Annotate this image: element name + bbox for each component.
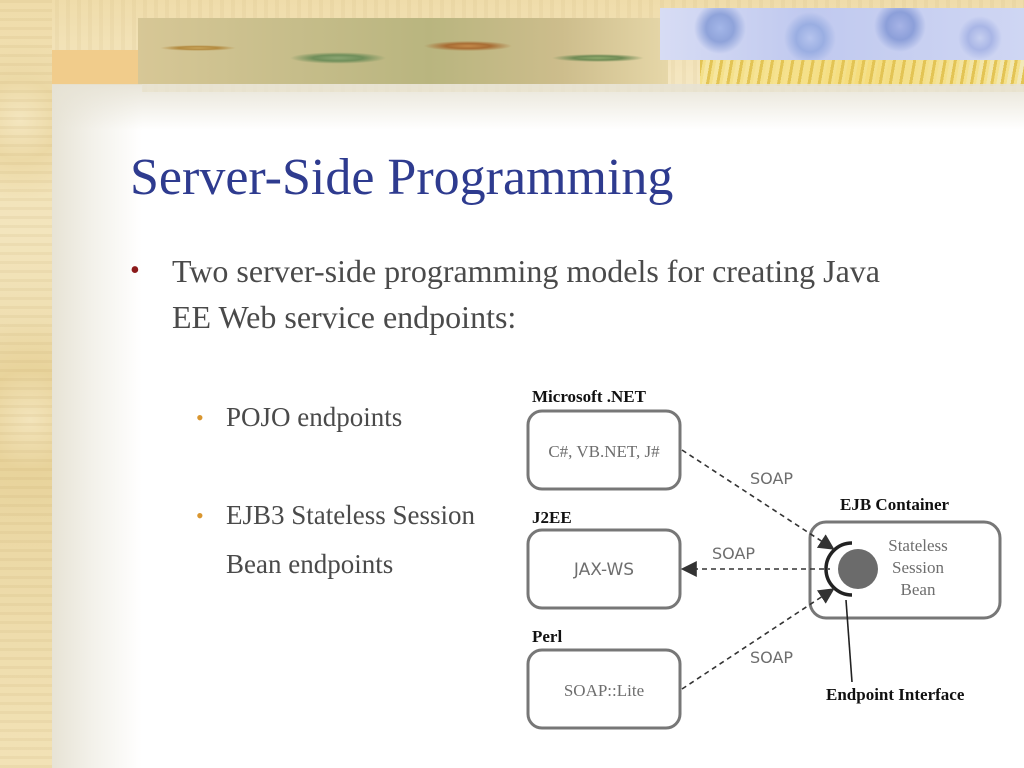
client-box-label-perl: SOAP::Lite bbox=[564, 681, 644, 700]
banner-leaves-image bbox=[138, 18, 668, 84]
banner-shadow bbox=[52, 84, 1024, 130]
bullet-dot-icon: • bbox=[130, 255, 140, 286]
client-box-dotnet bbox=[526, 409, 682, 491]
soap-label-j2ee: SOAP bbox=[712, 544, 755, 563]
main-bullet-text: Two server-side programming models for c… bbox=[172, 253, 880, 335]
sub-bullet-dot-icon: • bbox=[196, 503, 204, 528]
left-shadow-edge bbox=[52, 85, 142, 768]
soap-link-dotnet bbox=[681, 449, 835, 550]
endpoint-interface-arc bbox=[824, 541, 853, 597]
bean-label-line-2: Session bbox=[892, 558, 944, 577]
ejb-container-box bbox=[808, 520, 1002, 620]
soap-label-perl: SOAP bbox=[750, 648, 793, 667]
platform-label-dotnet: Microsoft .NET bbox=[532, 387, 647, 406]
platform-label-perl: Perl bbox=[532, 627, 562, 646]
soap-label-dotnet: SOAP bbox=[750, 469, 793, 488]
platform-label-j2ee: J2EE bbox=[532, 508, 572, 527]
client-box-j2ee bbox=[526, 528, 682, 610]
sub-bullet-dot-icon: • bbox=[196, 405, 204, 430]
bean-label-line-1: Stateless bbox=[888, 536, 948, 555]
endpoint-interface-pointer bbox=[845, 599, 853, 683]
client-box-label-dotnet: C#, VB.NET, J# bbox=[548, 442, 660, 461]
sub-bullet-text: EJB3 Stateless Session Bean endpoints bbox=[226, 500, 476, 579]
banner-gold-straw bbox=[700, 60, 1024, 86]
slide-title: Server-Side Programming bbox=[130, 149, 674, 206]
endpoint-interface-label: Endpoint Interface bbox=[826, 685, 965, 704]
client-box-perl bbox=[526, 648, 682, 730]
left-parchment-strip bbox=[0, 0, 52, 768]
container-title: EJB Container bbox=[840, 495, 950, 514]
session-bean-circle bbox=[838, 549, 878, 589]
banner-blue-image bbox=[660, 8, 1024, 60]
soap-link-perl bbox=[681, 588, 835, 690]
client-box-label-j2ee: JAX-WS bbox=[573, 560, 634, 580]
bean-label-line-3: Bean bbox=[901, 580, 936, 599]
sub-bullet-text: POJO endpoints bbox=[226, 402, 403, 432]
